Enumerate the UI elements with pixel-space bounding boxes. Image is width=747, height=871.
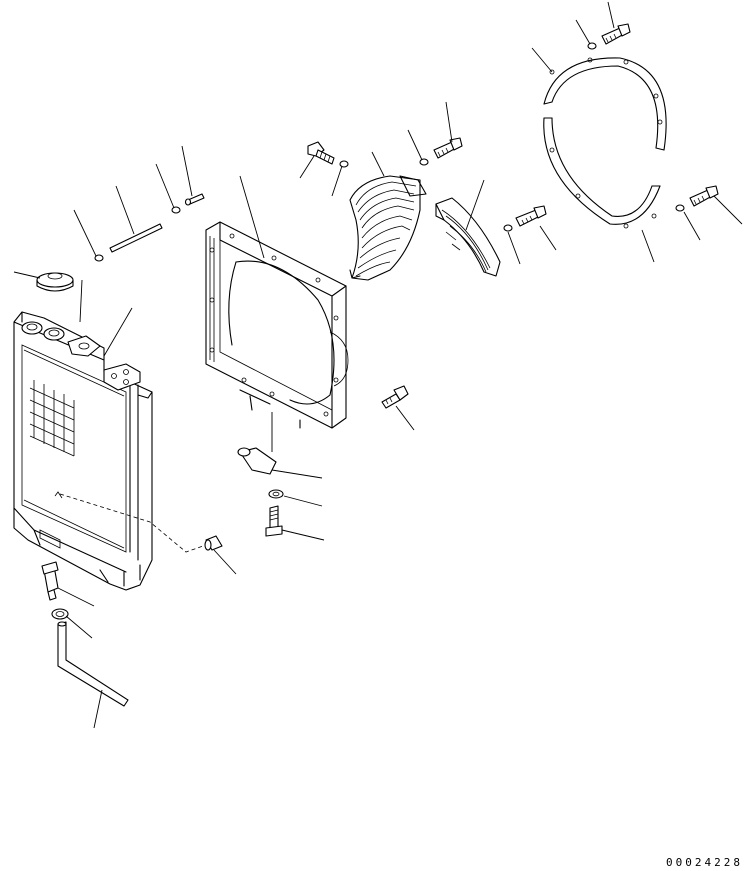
washer-pin: [171, 193, 205, 214]
radiator-cap: [36, 272, 74, 292]
rod: [109, 223, 163, 253]
shroud-ring-gasket: [543, 57, 667, 229]
radiator-core-grid: [29, 380, 75, 457]
fan-guard-upper: [349, 175, 427, 281]
drawing-code: 00024228: [666, 856, 743, 869]
drain-hose: [57, 621, 129, 707]
bolt-lower: [265, 505, 283, 537]
bolt-right: [675, 185, 719, 212]
washer-lower: [268, 489, 284, 499]
bolt-side-right: [503, 205, 547, 232]
drain-valve: [41, 561, 59, 601]
fan-shroud: [205, 221, 349, 429]
bolt-shroud-mount: [381, 385, 409, 409]
small-grommet: [94, 254, 104, 262]
drain-plug: [204, 535, 223, 551]
bolt-upper-left: [307, 141, 349, 168]
bolt-upper-center: [419, 137, 463, 166]
bolt-top-right: [587, 23, 631, 50]
spacer: [237, 447, 277, 475]
leader-lines: [13, 1, 743, 729]
hose-clamp: [51, 608, 69, 620]
fan-guard-side: [435, 197, 501, 277]
radiator: [13, 311, 207, 591]
